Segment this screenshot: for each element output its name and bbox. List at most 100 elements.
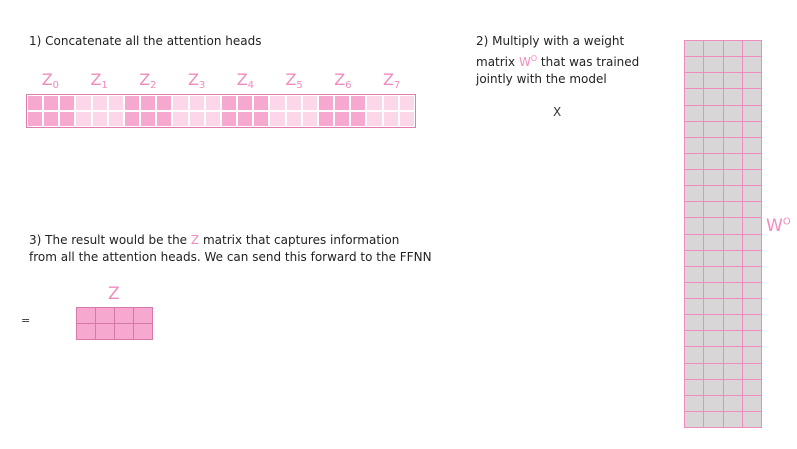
weight-cell	[723, 202, 742, 218]
head-cell	[91, 95, 108, 111]
weight-cell	[723, 379, 742, 395]
head-cell	[204, 111, 221, 127]
step2-line2-post: that was trained	[537, 55, 640, 69]
head-cell	[43, 111, 60, 127]
head-cell	[91, 111, 108, 127]
weight-cell	[742, 105, 761, 121]
step2-line3: jointly with the model	[476, 72, 607, 86]
head-cell	[269, 95, 286, 111]
multiply-symbol: X	[553, 105, 562, 119]
weight-cell	[704, 315, 723, 331]
weight-cell	[723, 218, 742, 234]
weight-cell	[704, 299, 723, 315]
head-cell	[123, 111, 141, 127]
head-cell	[366, 111, 383, 127]
z-cell	[77, 324, 95, 339]
weight-cell	[723, 73, 742, 89]
weight-cell	[704, 218, 723, 234]
head-cell	[334, 111, 351, 127]
weight-cell	[685, 89, 704, 105]
head-cell	[398, 95, 415, 111]
weight-cell	[704, 153, 723, 169]
weight-cell	[742, 41, 761, 57]
weight-matrix-wo	[684, 40, 762, 428]
weight-cell	[742, 153, 761, 169]
weight-cell	[742, 363, 761, 379]
head-label-7: Z7	[382, 70, 401, 91]
weight-cell	[685, 57, 704, 73]
head-cell	[253, 95, 270, 111]
head-cell	[156, 95, 173, 111]
head-cell	[301, 95, 318, 111]
z-cell	[77, 308, 95, 323]
head-label-2: Z2	[139, 70, 157, 91]
weight-cell	[704, 186, 723, 202]
step2-text: 2) Multiply with a weight matrix WO that…	[476, 33, 639, 88]
weight-cell	[742, 379, 761, 395]
head-cell	[59, 111, 76, 127]
weight-cell	[742, 331, 761, 347]
weight-cell	[685, 218, 704, 234]
head-cell	[334, 95, 351, 111]
z-cell	[115, 308, 133, 323]
head-label-6: Z6	[334, 70, 352, 91]
weight-cell	[704, 73, 723, 89]
weight-cell	[685, 170, 704, 186]
weight-cell	[704, 379, 723, 395]
weight-cell	[723, 121, 742, 137]
head-cell	[172, 95, 189, 111]
weight-cell	[685, 363, 704, 379]
step3-line1-post: matrix that captures information	[199, 233, 400, 247]
weight-cell	[704, 137, 723, 153]
weight-cell	[742, 282, 761, 298]
weight-cell	[742, 121, 761, 137]
head-cell	[382, 111, 399, 127]
weight-cell	[742, 299, 761, 315]
head-label-4: Z4	[236, 70, 255, 91]
head-cell	[204, 95, 221, 111]
weight-cell	[723, 315, 742, 331]
step2-line2: matrix WO that was trained	[476, 50, 639, 71]
weight-cell	[723, 170, 742, 186]
weight-cell	[723, 186, 742, 202]
weight-cell	[685, 105, 704, 121]
head-cell	[317, 95, 335, 111]
weight-cell	[723, 105, 742, 121]
wo-label: WO	[766, 216, 791, 236]
z-inline-symbol: Z	[190, 233, 200, 247]
weight-cell	[704, 331, 723, 347]
weight-cell	[742, 218, 761, 234]
head-cell	[366, 95, 383, 111]
step3-text: 3) The result would be the Z matrix that…	[29, 232, 432, 266]
weight-cell	[685, 186, 704, 202]
step2-line2-pre: matrix	[476, 55, 519, 69]
head-cell	[382, 95, 399, 111]
weight-cell	[723, 89, 742, 105]
weight-cell	[742, 411, 761, 427]
weight-cell	[742, 234, 761, 250]
head-label-1: Z1	[90, 70, 108, 91]
weight-cell	[742, 73, 761, 89]
weight-cell	[723, 234, 742, 250]
weight-cell	[742, 137, 761, 153]
weight-cell	[685, 73, 704, 89]
head-label-3: Z3	[187, 70, 206, 91]
weight-cell	[723, 331, 742, 347]
weight-cell	[685, 266, 704, 282]
weight-cell	[685, 331, 704, 347]
head-cell	[27, 95, 44, 111]
step1-text: 1) Concatenate all the attention heads	[29, 34, 262, 48]
weight-cell	[685, 202, 704, 218]
head-cell	[27, 111, 44, 127]
weight-cell	[742, 250, 761, 266]
head-cell	[156, 111, 173, 127]
head-cell	[398, 111, 415, 127]
head-cell	[285, 111, 302, 127]
head-cell	[237, 95, 254, 111]
weight-cell	[704, 121, 723, 137]
head-label-0: Z0	[41, 70, 60, 91]
z-cell	[134, 308, 152, 323]
head-cell	[253, 111, 270, 127]
weight-cell	[723, 299, 742, 315]
weight-cell	[723, 137, 742, 153]
